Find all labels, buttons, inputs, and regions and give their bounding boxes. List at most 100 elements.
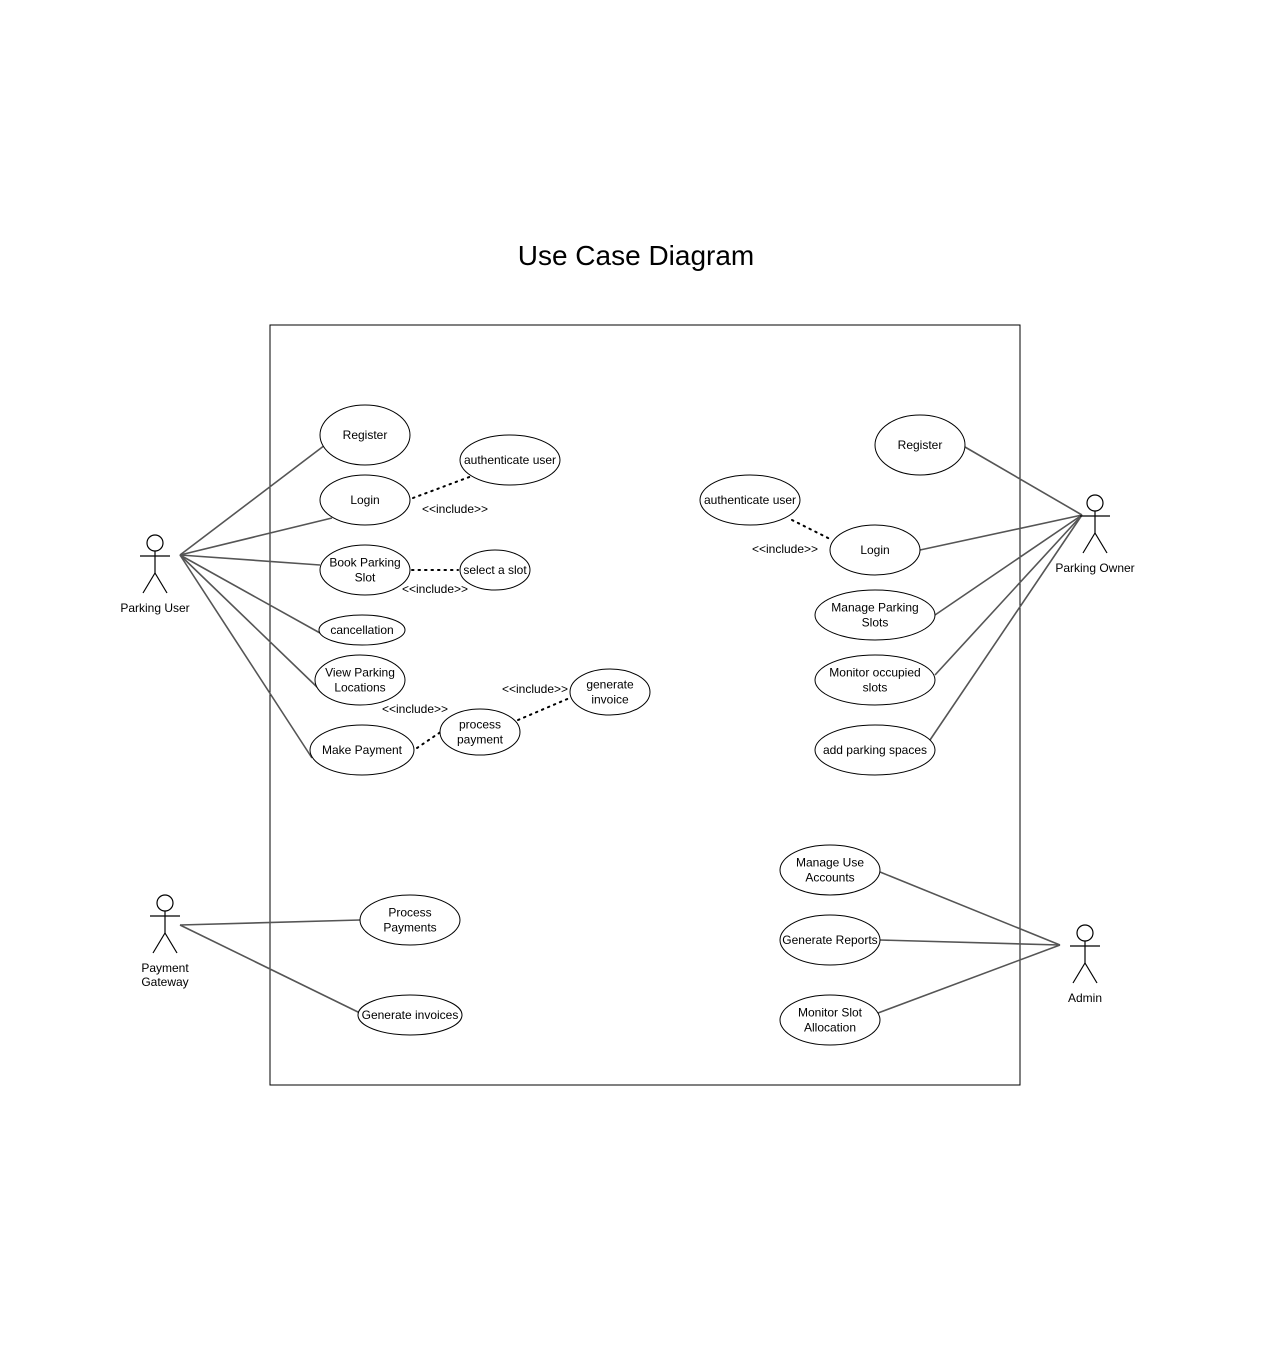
use-case-label: Process [388, 906, 431, 920]
use-case-label: select a slot [463, 563, 527, 577]
actor-label: Parking User [120, 601, 189, 615]
use-case-label: Monitor Slot [798, 1006, 863, 1020]
use-case-ellipse [779, 914, 881, 966]
use-case-generate-reports[interactable]: Generate Reports [779, 914, 881, 966]
assoc-user-view [179, 554, 319, 689]
use-case-ellipse [459, 549, 531, 591]
use-case-label: Locations [334, 681, 385, 695]
use-case-label: Login [860, 543, 889, 557]
actor-label: Payment [141, 961, 189, 975]
use-case-cancellation[interactable]: cancellation [318, 614, 406, 646]
use-case-make-payment[interactable]: Make Payment [309, 724, 415, 776]
use-case-label: slots [863, 681, 888, 695]
use-case-ellipse [829, 524, 921, 576]
use-case-ellipse [319, 544, 411, 596]
use-case-user-auth[interactable]: authenticate user [459, 434, 561, 486]
use-case-label: Register [898, 438, 943, 452]
use-case-label: cancellation [330, 623, 393, 637]
use-case-pg-generate-invoices[interactable]: Generate invoices [357, 994, 463, 1036]
use-case-ellipse [319, 474, 411, 526]
assoc-user-cancel [179, 554, 321, 634]
use-case-ellipse [309, 724, 415, 776]
use-case-label: Generate invoices [362, 1008, 459, 1022]
actor-parking-user[interactable]: Parking User [120, 534, 190, 615]
use-case-label: Make Payment [322, 743, 403, 757]
assoc-admin-manage [879, 871, 1061, 946]
use-case-label: add parking spaces [823, 743, 927, 757]
use-case-label: invoice [591, 693, 629, 707]
use-case-user-register[interactable]: Register [319, 404, 411, 466]
actor-head [1086, 494, 1104, 512]
use-case-add-spaces[interactable]: add parking spaces [814, 724, 936, 776]
use-case-label: Monitor occupied [829, 666, 920, 680]
diagram-title: Use Case Diagram [517, 240, 755, 271]
use-case-label: Generate Reports [782, 933, 877, 947]
use-case-ellipse [699, 474, 801, 526]
actor-admin[interactable]: Admin [1068, 924, 1102, 1005]
include-login-auth-label: <<include>> [422, 502, 488, 516]
actor-right-leg [154, 572, 168, 594]
include-book-select-label: <<include>> [402, 582, 468, 596]
use-case-ellipse [318, 614, 406, 646]
use-case-ellipse [359, 894, 461, 946]
assoc-user-pay [179, 554, 313, 759]
use-case-ellipse [439, 708, 521, 756]
use-case-owner-register[interactable]: Register [874, 414, 966, 476]
actor-right-leg [1084, 962, 1098, 984]
use-case-select-slot[interactable]: select a slot [459, 549, 531, 591]
include-pay-process-line [416, 726, 449, 749]
use-case-ellipse [814, 589, 936, 641]
use-case-label: Allocation [804, 1021, 856, 1035]
assoc-pg-process [179, 919, 361, 926]
assoc-owner-register [964, 446, 1083, 516]
use-case-user-login[interactable]: Login [319, 474, 411, 526]
actor-label: Gateway [141, 975, 188, 989]
actor-left-leg [1072, 962, 1086, 984]
actor-parking-owner[interactable]: Parking Owner [1055, 494, 1135, 575]
include-relations: <<include>> <<include>> <<include>> <<inclu… [382, 475, 833, 749]
use-case-ellipse [779, 844, 881, 896]
use-case-label: Accounts [805, 871, 854, 885]
use-case-owner-login[interactable]: Login [829, 524, 921, 576]
assoc-owner-login [919, 514, 1083, 551]
actor-left-leg [152, 932, 166, 954]
actor-head [146, 534, 164, 552]
use-case-label: Slots [862, 616, 889, 630]
use-case-label: authenticate user [704, 493, 796, 507]
use-case-label: View Parking [325, 666, 395, 680]
assoc-user-book [179, 554, 321, 566]
include-login-auth-line [412, 475, 473, 499]
include-pay-process-label: <<include>> [382, 702, 448, 716]
use-case-owner-auth[interactable]: authenticate user [699, 474, 801, 526]
include-process-invoice-label: <<include>> [502, 682, 568, 696]
assoc-admin-reports [879, 939, 1061, 946]
actor-right-leg [164, 932, 178, 954]
actor-right-leg [1094, 532, 1108, 554]
actor-head [1076, 924, 1094, 942]
assoc-admin-allocation [877, 944, 1061, 1014]
use-case-label: process [459, 718, 501, 732]
include-ownerlogin-auth-label: <<include>> [752, 542, 818, 556]
assoc-user-register [179, 444, 326, 556]
use-case-ellipse [319, 404, 411, 466]
use-case-label: payment [457, 733, 504, 747]
actor-label: Admin [1068, 991, 1102, 1005]
use-case-label: Payments [383, 921, 436, 935]
use-case-label: Manage Use [796, 856, 864, 870]
actor-head [156, 894, 174, 912]
assoc-owner-manage [934, 514, 1083, 616]
